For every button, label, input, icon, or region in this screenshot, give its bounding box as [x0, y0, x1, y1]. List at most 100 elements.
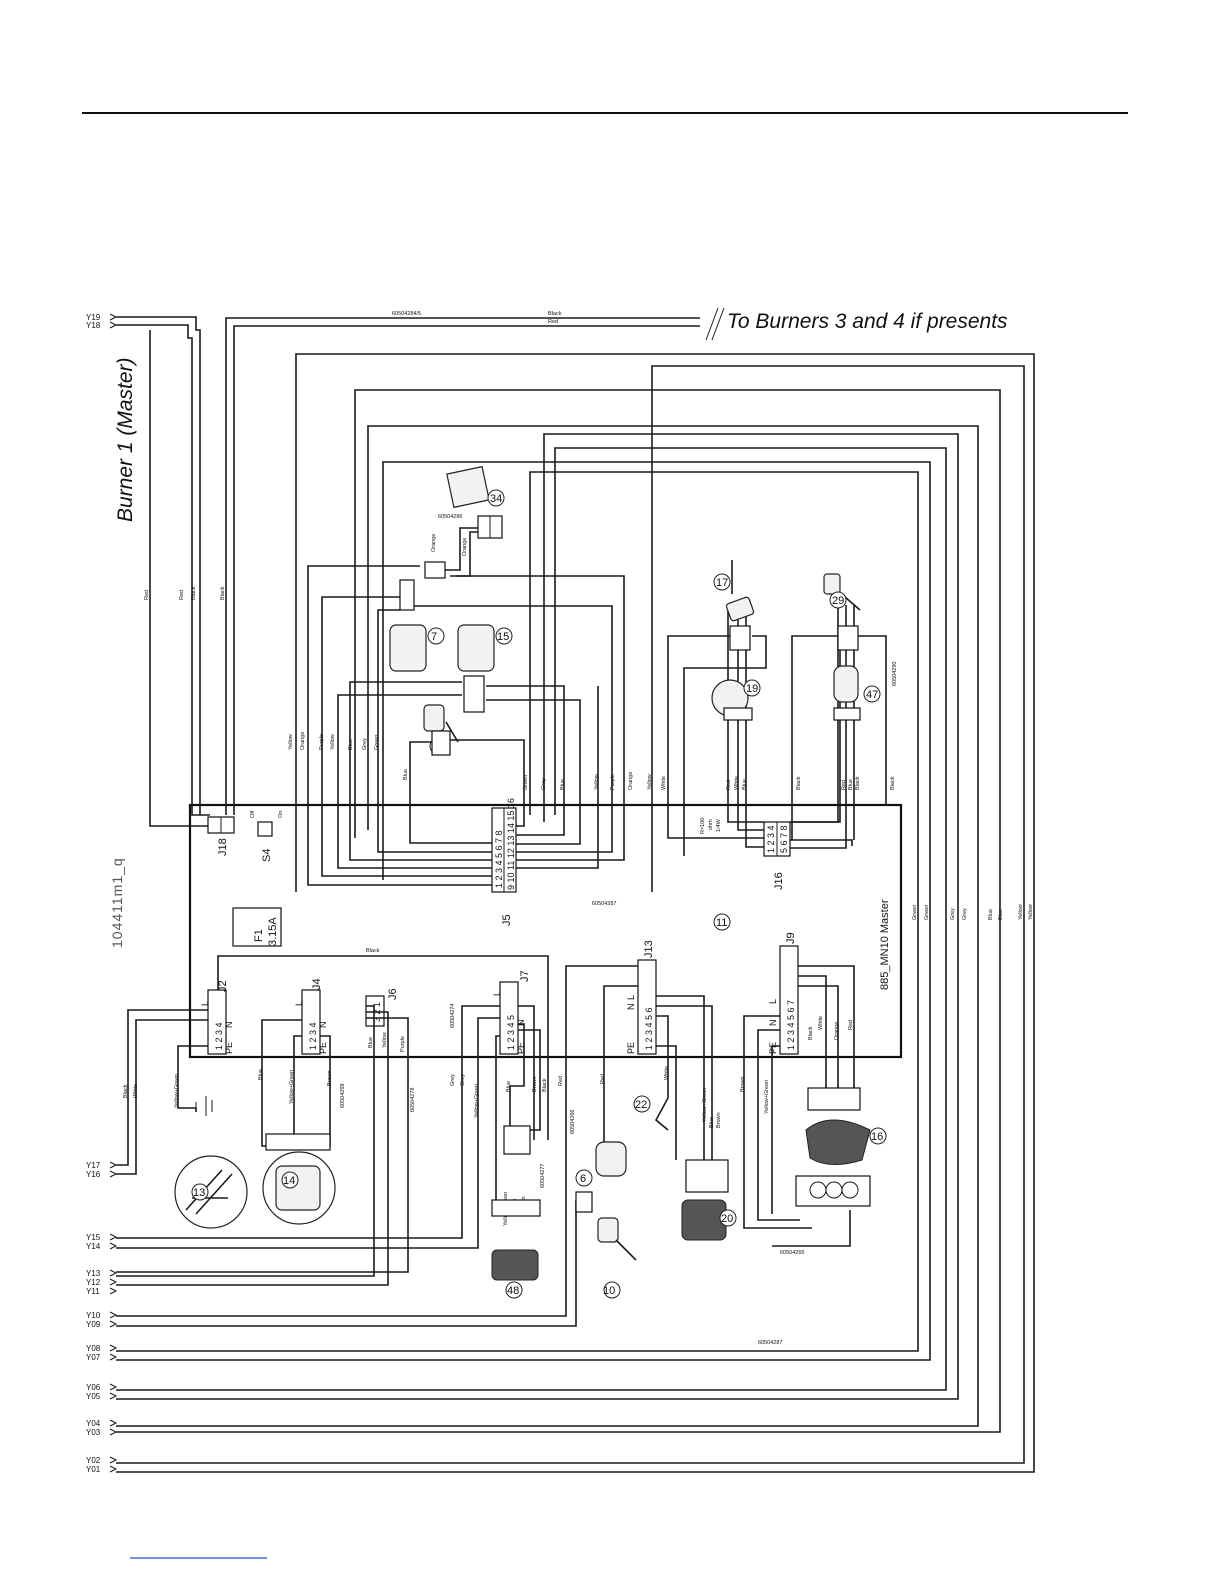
- wc-yellow-a: Yellow: [288, 734, 294, 750]
- j5-pins: 1 2 3 4 5 6 7 8 9 10 11 12 13 14 15 16: [494, 798, 516, 890]
- j9-label-l: L: [768, 999, 778, 1004]
- component-9: 9: [423, 704, 459, 756]
- wc-yellow-b: Yellow: [330, 734, 336, 750]
- wc-purple-b: Purple: [610, 774, 616, 790]
- wires-right-loops: [116, 353, 1035, 1473]
- label-j16: J16: [773, 872, 785, 890]
- wc-orange-e: Orange: [834, 1022, 840, 1040]
- wc-orange-a: Orange: [300, 732, 306, 750]
- wc-white-b: White: [734, 776, 740, 790]
- component-15: 15: [457, 624, 513, 713]
- component-16: 16: [795, 1087, 887, 1207]
- connector-j4: [301, 989, 321, 1055]
- j7-label-n: N: [516, 1020, 526, 1027]
- wc-red-c: Red: [558, 1076, 564, 1086]
- component-20: 20: [681, 1159, 737, 1241]
- component-14: 14: [262, 1133, 336, 1225]
- wc-black-h: Black: [808, 1026, 814, 1040]
- wc-grey-d: Grey: [460, 1074, 466, 1086]
- terminal-y10: Y10: [86, 1311, 101, 1320]
- label-j6: J6: [387, 988, 399, 1000]
- label-j18: J18: [217, 838, 229, 856]
- wc-orange-c: Orange: [431, 534, 437, 552]
- wc-black-d: Black: [366, 948, 380, 954]
- terminal-y01: Y01: [86, 1465, 101, 1474]
- wc-purple-c: Purple: [400, 1036, 406, 1052]
- component-22-num: 22: [635, 1099, 647, 1111]
- terminal-y19: Y19: [86, 313, 101, 322]
- fuse-f1: [232, 907, 282, 947]
- wc-purple-a: Purple: [319, 734, 325, 750]
- label-j13: J13: [643, 940, 655, 958]
- wc-red-d: Red: [600, 1074, 606, 1084]
- cable-code-286: 60504286: [438, 514, 462, 520]
- component-34: 34 60504286 Orange Orange: [424, 465, 505, 579]
- wc-brown-e: Brown: [740, 1076, 746, 1092]
- cable-code-top: 60504284/5: [392, 311, 421, 317]
- label-j5: J5: [501, 914, 513, 926]
- title-right: To Burners 3 and 4 if presents: [727, 310, 1008, 333]
- component-11-num: 11: [716, 917, 727, 929]
- label-j2: J2: [217, 980, 229, 992]
- j2-label-n: N: [224, 1022, 234, 1029]
- wires-lower: [116, 955, 855, 1327]
- cable-code-266: 60504266: [570, 1110, 576, 1134]
- cable-code-277: 60504277: [540, 1164, 546, 1188]
- j13-label-pe: PE: [626, 1042, 636, 1054]
- component-48: 48: [491, 1125, 541, 1299]
- wc-blue-e: Blue: [848, 779, 854, 790]
- component-47: 47: [833, 665, 881, 721]
- wc-grey-c: Grey: [450, 1074, 456, 1086]
- ground-icon: [195, 1096, 213, 1116]
- label-s4: S4: [261, 849, 273, 862]
- wc-blue-h: Blue: [506, 1081, 512, 1092]
- wire-color-yellow-2: Yellow: [1028, 904, 1034, 920]
- component-10: 10: [575, 1191, 637, 1299]
- label-s4-on: On: [278, 811, 284, 818]
- cable-code-290: 60504290: [892, 662, 898, 686]
- component-22: 22: [633, 1095, 669, 1131]
- label-fuse-rating: 3.15A: [267, 917, 279, 946]
- wc-yellow-green-e: Yellow+Green: [702, 1088, 708, 1122]
- svg-text:9 10 11 12 13 14 15 16: 9 10 11 12 13 14 15 16: [506, 798, 516, 890]
- wc-yellow-d: Yellow: [647, 774, 653, 790]
- component-13-num: 13: [193, 1187, 205, 1199]
- component-7: 7: [389, 579, 445, 672]
- j9-label-n: N: [768, 1020, 778, 1027]
- component-6: 6: [575, 1141, 627, 1187]
- j16-wire-color-labels: Red White Blue Black Red Blue Black Blac…: [726, 776, 896, 790]
- wires-j5-components: [307, 565, 625, 886]
- wire-color-yellow-1: Yellow: [1018, 904, 1024, 920]
- wire-color-black-2: Black: [220, 586, 226, 600]
- control-board-885-mn10: [188, 803, 903, 1059]
- terminal-y06: Y06: [86, 1383, 101, 1392]
- wc-brown-d: Brown: [716, 1112, 722, 1128]
- wc-red-b: Red: [841, 780, 847, 790]
- component-10-num: 10: [603, 1285, 615, 1297]
- break-mark: [705, 307, 719, 341]
- wire-color-green-2: Green: [924, 905, 930, 920]
- lower-wire-color-labels: Black Black White Yellow+Green Blue Yell…: [123, 948, 854, 1346]
- wc-black-c: Black: [890, 776, 896, 790]
- wc-white-e: White: [818, 1016, 824, 1030]
- cable-code-287a: 60504287: [592, 901, 616, 907]
- wire-color-red-1: Red: [144, 590, 150, 600]
- wc-black-e: Black: [123, 1084, 129, 1098]
- terminal-y16: Y16: [86, 1170, 101, 1179]
- j7-pins: 1 2 3 4 5: [506, 1015, 516, 1050]
- label-j9: J9: [785, 932, 797, 944]
- component-29: 29: [823, 573, 861, 651]
- wire-color-grey-1: Grey: [950, 908, 956, 920]
- j9-pins: 1 2 3 4 5 6 7: [786, 1000, 796, 1050]
- connector-j9: [779, 945, 799, 1055]
- j7-label-pe: PE: [516, 1042, 526, 1054]
- drawing-code: 104411m1_q: [109, 857, 125, 948]
- wc-yellow-green-b: Yellow+Green: [289, 1070, 295, 1104]
- j13-pins: 1 2 3 4 5 6: [644, 1007, 654, 1050]
- cable-code-287b: 60504287: [758, 1340, 782, 1346]
- cable-code-268: 60504268: [340, 1084, 346, 1108]
- component-15-num: 15: [497, 631, 509, 643]
- label-j7: J7: [519, 970, 531, 982]
- component-19: 19: [711, 679, 761, 721]
- wc-blue-g: Blue: [368, 1037, 374, 1048]
